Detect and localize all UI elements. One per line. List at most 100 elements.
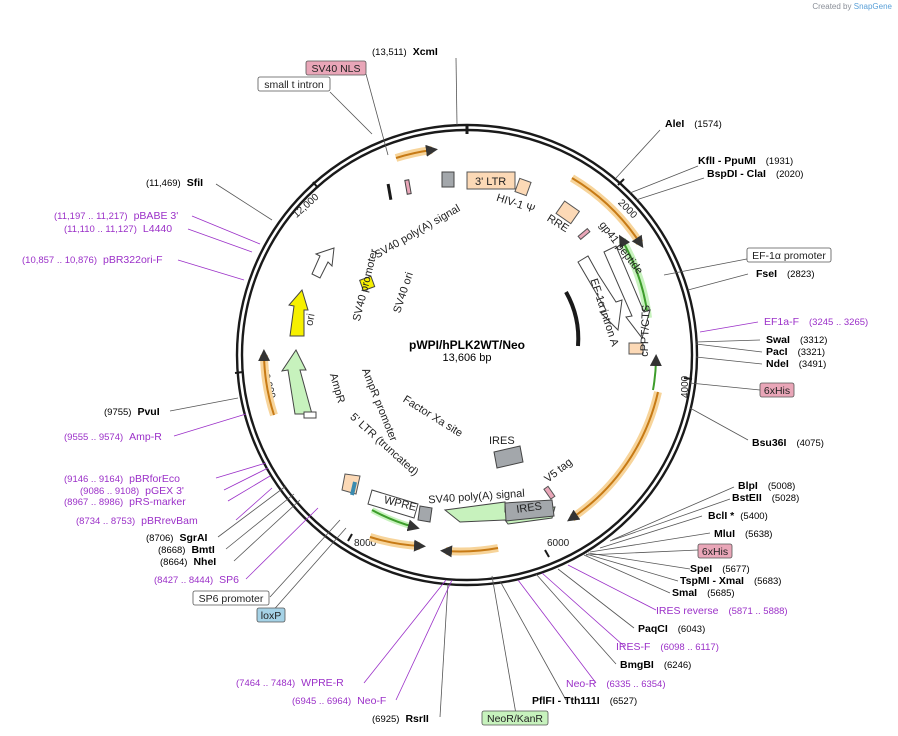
feature-leader <box>491 575 517 715</box>
site-bspdi: BspDI - ClaI(2020) <box>707 168 803 180</box>
feature-leader <box>585 549 699 556</box>
site-pos: (5685) <box>707 588 734 599</box>
primer-leader <box>567 564 657 611</box>
feature-leader <box>689 382 761 391</box>
primer-l4440: (11,110 .. 11,127)L4440 <box>64 223 172 235</box>
primer-pos: (5871 .. 5888) <box>728 606 787 617</box>
site-leader <box>599 515 703 549</box>
primer-pos: (8967 .. 8986) <box>64 497 123 508</box>
site-pos: (13,511) <box>372 47 407 58</box>
site-leader <box>695 343 763 353</box>
site-pos: (4075) <box>796 438 823 449</box>
site-name: NdeI <box>766 358 789 370</box>
intron-bar <box>564 291 581 347</box>
box-ef1a-promoter-label: EF-1α promoter <box>752 250 826 262</box>
site-pos: (1931) <box>766 156 793 167</box>
site-name: BclI * <box>708 510 735 522</box>
feature-label: V5 tag <box>542 456 574 485</box>
site-leader <box>689 407 749 441</box>
site-pos: (3321) <box>798 347 825 358</box>
site-leader <box>609 498 731 542</box>
promoter-arc-line <box>649 354 662 391</box>
feature-label: IRES <box>516 500 543 515</box>
site-pos: (5677) <box>722 564 749 575</box>
feature-label: SV40 promoter <box>351 248 381 323</box>
site-name: BlpI <box>738 480 758 492</box>
primer-name: SP6 <box>219 574 239 586</box>
site-leader <box>687 273 749 291</box>
sv40-ori-box <box>359 275 376 292</box>
site-bmgbi: BmgBI(6246) <box>620 659 691 671</box>
primer-leader <box>235 487 273 521</box>
tick-label: 8000 <box>354 538 377 549</box>
primer-ires-reverse: IRES reverse(5871 .. 5888) <box>656 605 788 617</box>
primer-pbabe-3: (11,197 .. 11,217)pBABE 3' <box>54 210 178 222</box>
primer-name: pBRrevBam <box>141 515 198 527</box>
tick-mark <box>617 178 625 186</box>
primer-pos: (3245 .. 3265) <box>809 317 868 328</box>
primer-ef1a-f: EF1a-F(3245 .. 3265) <box>764 316 868 328</box>
site-swai: SwaI(3312) <box>766 334 827 346</box>
plasmid-name: pWPI/hPLK2WT/Neo <box>409 338 525 352</box>
site-name: TspMI - XmaI <box>680 575 744 587</box>
primer-pos: (6945 .. 6964) <box>292 696 351 707</box>
site-leader <box>615 129 661 179</box>
primer-pos: (9555 .. 9574) <box>64 432 123 443</box>
site-name: SpeI <box>690 563 712 575</box>
primer-pos: (10,857 .. 10,876) <box>22 255 97 266</box>
site-pos: (6925) <box>372 714 399 725</box>
primer-ires-f: IRES-F(6098 .. 6117) <box>616 641 719 653</box>
site-name: SfiI <box>187 177 203 189</box>
site-leader <box>611 486 735 541</box>
site-leader <box>583 554 671 594</box>
feature-leader <box>663 257 753 276</box>
site-leader <box>695 339 761 343</box>
site-pos: (3491) <box>799 359 826 370</box>
primer-pos: (6335 .. 6354) <box>606 679 665 690</box>
site-leader <box>215 183 273 221</box>
site-fsei: FseI(2823) <box>756 268 814 280</box>
primer-name: pBRforEco <box>129 473 180 485</box>
site-name: KflI - PpuMI <box>698 155 756 167</box>
site-name: BmgBI <box>620 659 654 671</box>
site-paqci: PaqCI(6043) <box>638 623 705 635</box>
cppt-box <box>628 342 644 355</box>
primer-pos: (7464 .. 7484) <box>236 678 295 689</box>
site-paci: PacI (3321) <box>766 346 825 358</box>
features <box>280 171 651 525</box>
site-leader <box>585 553 679 582</box>
site-nhei: (8664)NheI <box>160 556 216 568</box>
ef1a-intron-arrow <box>577 255 623 332</box>
site-name: PacI <box>766 346 788 358</box>
site-pos: (5008) <box>768 481 795 492</box>
credit-prefix: Created by <box>812 2 852 11</box>
ef1a-promoter-arrow <box>603 245 651 340</box>
site-alei: AleI(1574) <box>665 118 722 130</box>
site-pos: (5400) <box>740 511 767 522</box>
primer-leader <box>541 572 625 647</box>
site-pos: (2823) <box>787 269 814 280</box>
primer-name: Amp-R <box>129 431 162 443</box>
tick-label: 6000 <box>547 538 570 549</box>
box-6xhis-1-label: 6xHis <box>764 385 790 397</box>
box-6xhis-2-label: 6xHis <box>702 546 728 558</box>
site-name: BspDI - ClaI <box>707 168 766 180</box>
site-pos: (6043) <box>678 624 705 635</box>
tick-mark <box>312 181 319 189</box>
primer-pgex-3: (9086 .. 9108)pGEX 3' <box>80 485 184 497</box>
site-name: Bsu36I <box>752 437 787 449</box>
plasmid-size: 13,606 bp <box>443 352 492 364</box>
wpre-box <box>367 489 419 519</box>
site-leader <box>635 177 705 201</box>
primer-pbr322ori-f: (10,857 .. 10,876)pBR322ori-F <box>22 254 163 266</box>
site-pos: (5638) <box>745 529 772 540</box>
orf-arcs <box>258 144 662 558</box>
primer-pos: (6098 .. 6117) <box>660 642 718 653</box>
primer-wpre-r: (7464 .. 7484)WPRE-R <box>236 677 344 689</box>
site-pos: (5028) <box>772 493 799 504</box>
box-neor-kanr <box>481 710 549 726</box>
feature-label: HIV-1 Ψ <box>495 192 537 216</box>
site-name: MluI <box>714 528 735 540</box>
site-pos: (8706) <box>146 533 173 544</box>
orf-arc-line <box>258 349 275 416</box>
